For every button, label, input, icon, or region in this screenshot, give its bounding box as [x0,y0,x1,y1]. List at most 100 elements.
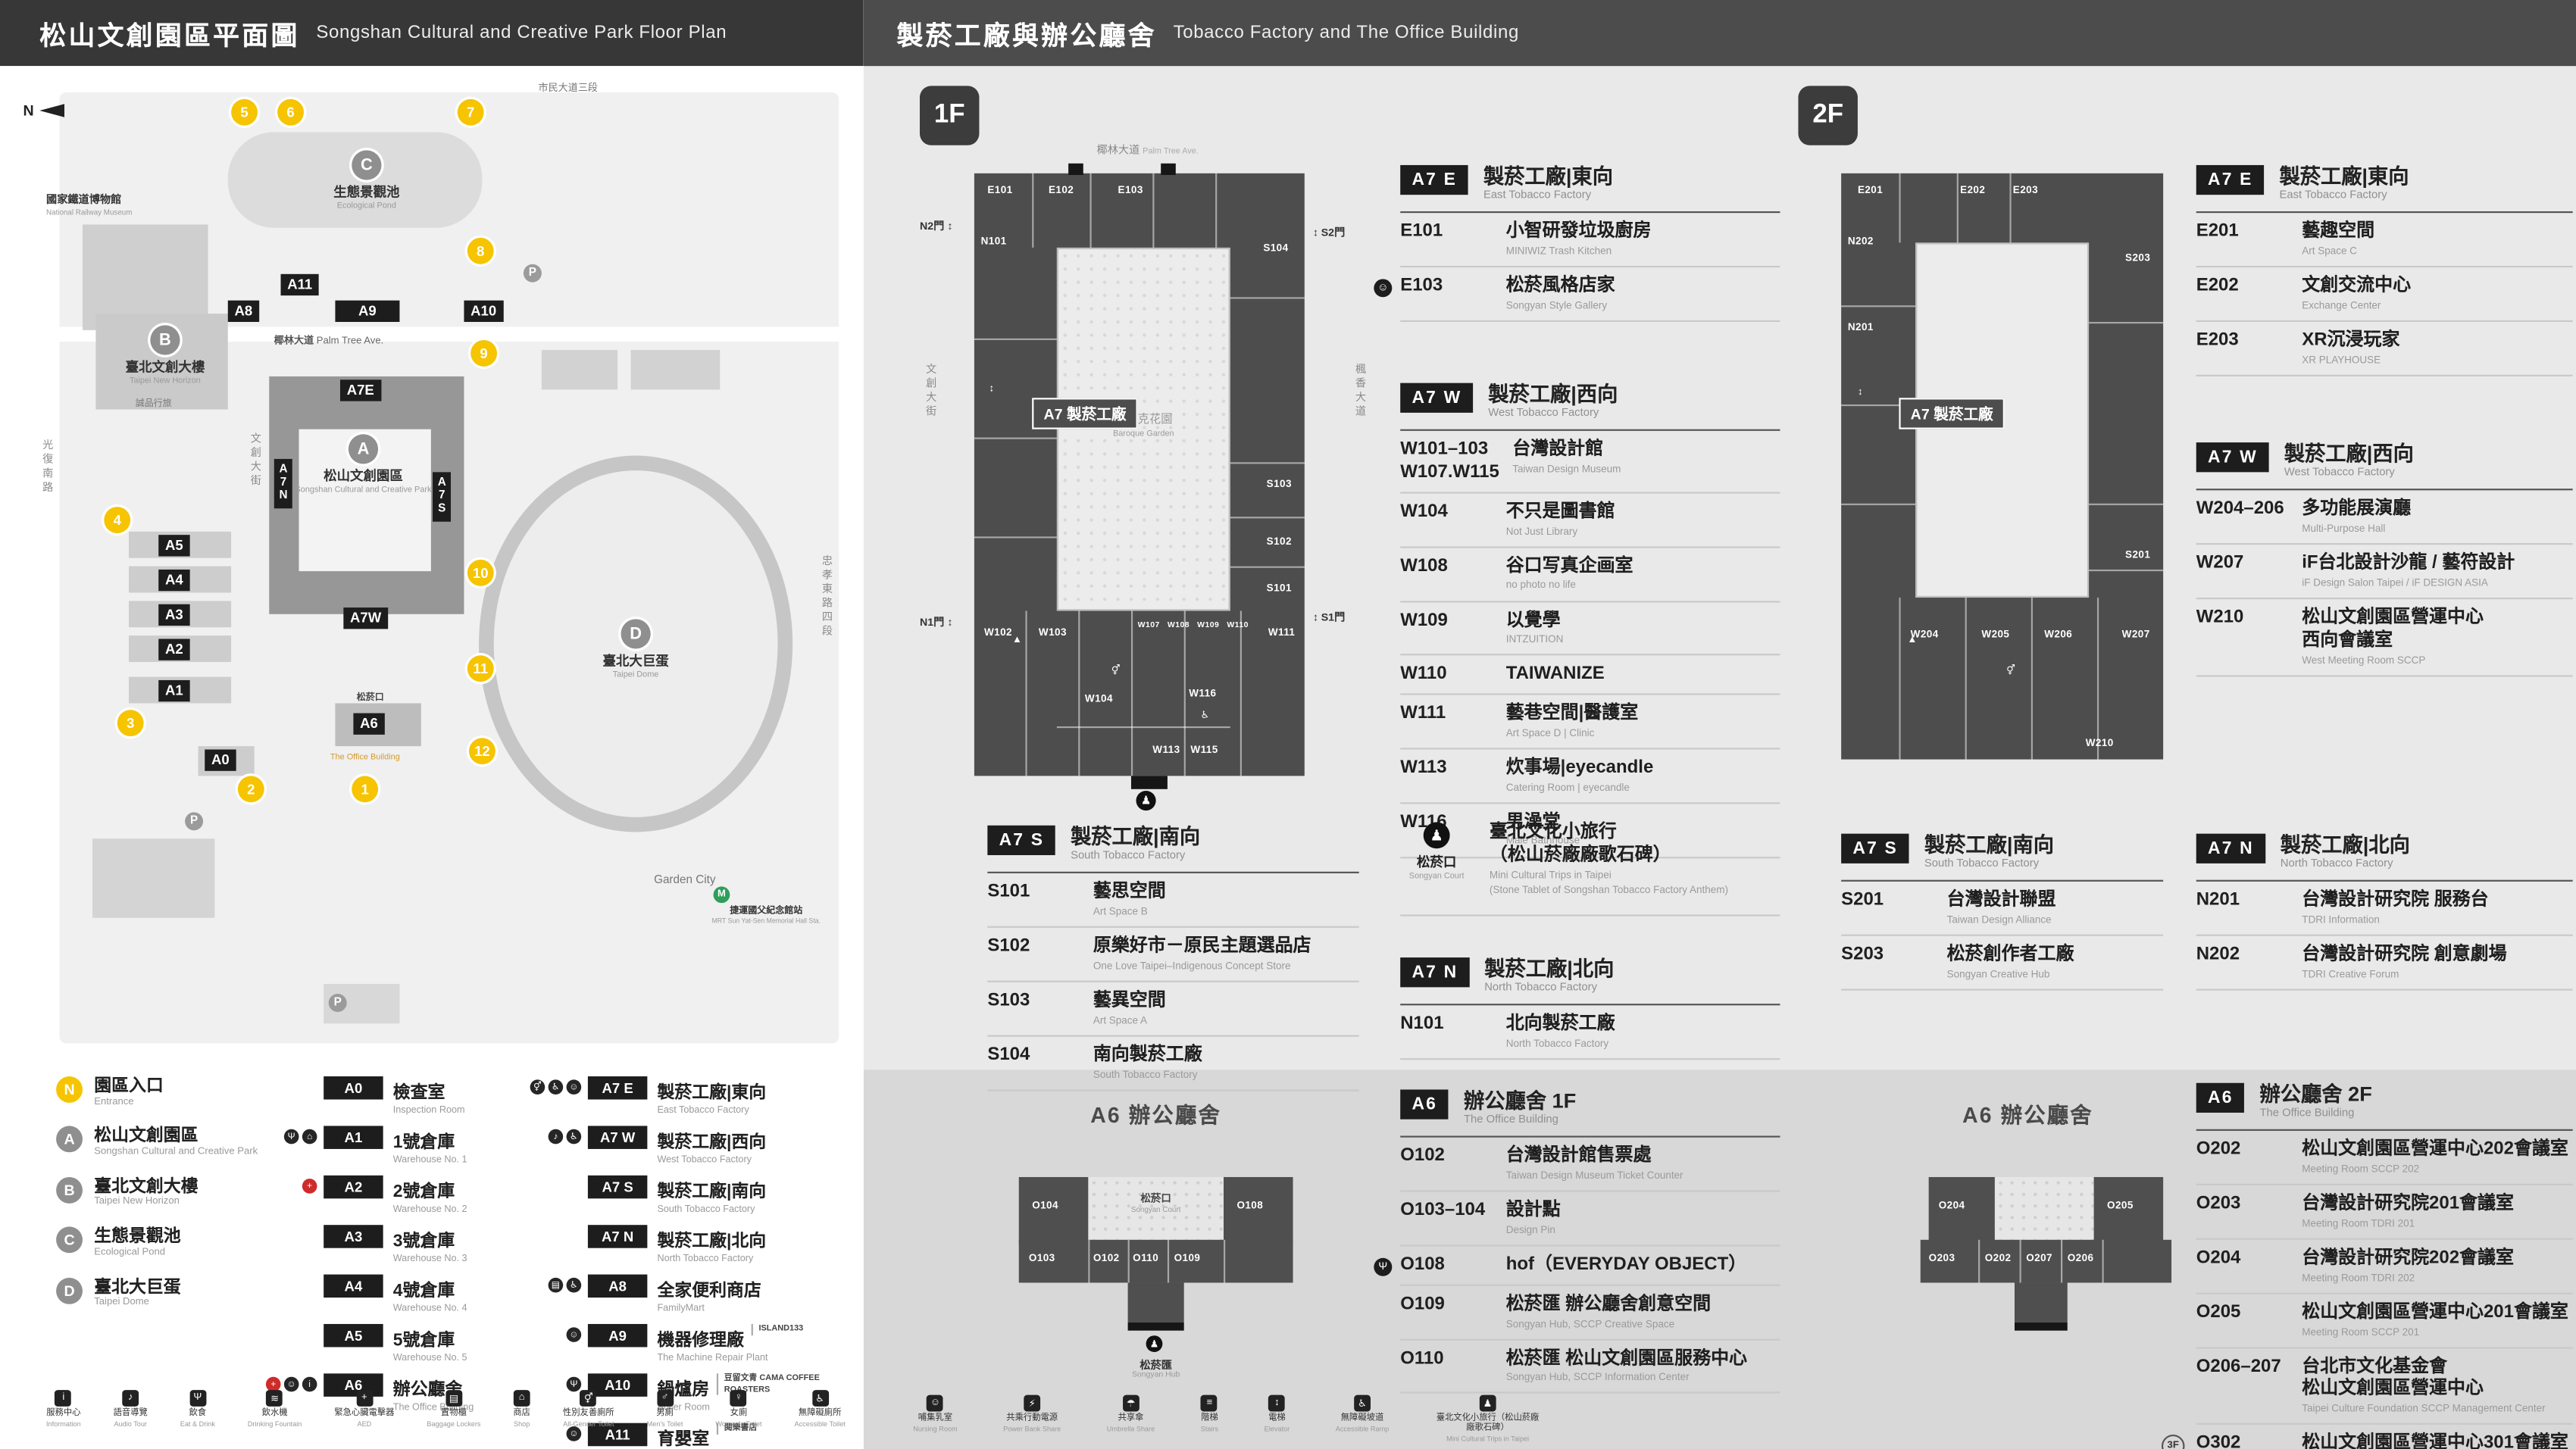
wall-line [2089,503,2164,505]
facility-icon: i [55,1390,72,1407]
legend-building-code: A5 [324,1323,383,1348]
legend-strip-item: ☂ 共享傘 Umbrella Share [1106,1394,1155,1434]
legend-strip-item: ☺ 哺集乳室 Nursing Room [913,1394,958,1434]
section-badge: A7 N [2196,833,2266,863]
room-label-o104: O104 [1032,1200,1058,1212]
factory-name-label-2f: A7 製菸工廠 [1899,398,2005,429]
map-label-a1: A1 [158,679,190,702]
section-badge: A7 N [1400,957,1470,988]
room-label-o204: O204 [1938,1200,1965,1212]
legend-marker-icon: N [56,1076,83,1103]
facility-icon: ☂ [1122,1394,1140,1412]
legend-factory-en: West Tobacco Factory [657,1155,752,1166]
strip-label-zh: 緊急心臟電擊器 [334,1408,395,1419]
legend-icons: Ψ [515,1373,582,1392]
section-badge: A7 W [2196,442,2270,473]
strip-label-zh: 電梯 [1268,1413,1286,1423]
facility-icon: ☺ [566,1327,582,1342]
pedestrian-icon: ♟ [1423,822,1450,849]
strip-label-zh: 飲水機 [261,1408,288,1419]
room-label-o207: O207 [2026,1253,2052,1265]
legend-strip-item: + 緊急心臟電擊器 AED [334,1390,394,1429]
office-main-bar [1920,1239,2172,1283]
room-label-n101: N101 [980,236,1007,248]
songyan-court-note: ♟ 松菸口 Songyan Court 臺北文化小旅行 （松山菸廠廠歌石碑） M… [1400,822,1780,916]
facility-icon: Ψ [189,1390,206,1407]
room-label-o203: O203 [1928,1253,1955,1265]
ecological-pond [227,132,483,228]
legend-icons: + ☺ i [251,1373,317,1392]
map-label-a2: A2 [158,639,190,660]
facility-icon: ☺ [927,1394,944,1412]
legend-strip-item: i 服務中心 Information [46,1390,81,1429]
legend-building-code: A0 [324,1076,383,1100]
legend-strip-item: ▤ 置物櫃 Baggage Lockers [427,1390,480,1429]
room-label-o202: O202 [1984,1253,2012,1265]
wall-line [1167,1239,1170,1283]
room-label-w206: W206 [2044,629,2073,641]
legend-icons [515,1225,581,1228]
legend-factory-code: A10 [587,1373,648,1397]
park-overview-panel: 松山文創園區平面圖 Songshan Cultural and Creative… [0,0,864,1449]
entrance-7: 7 [457,98,484,126]
legend-factory-zh: 製菸工廠|南向 [657,1182,767,1202]
wall-line [2030,597,2033,760]
facility-icon: ♿ [1354,1394,1371,1412]
eslite-hotel-label: 誠品行旅 [135,399,172,410]
wall-line [974,437,1057,439]
pedestrian-icon: ♟ [1146,1335,1163,1353]
room-label-e102: E102 [1048,185,1074,197]
wall-line [1899,597,1901,760]
wall-line [1978,1239,1980,1283]
metro-icon: M [713,886,730,904]
legend-tenant-label: 閱樂書店 [715,1422,757,1434]
section-badge: A6 [1400,1089,1449,1120]
facility-icon: ☺ [283,1376,299,1392]
wall-line [1224,1239,1226,1283]
legend-factory-zh: 全家便利商店 [657,1281,761,1301]
right-title-zh: 製菸工廠與辦公廳舍 [896,23,1157,52]
legend-building-code: A2 [324,1175,383,1199]
strip-label-en: Information [46,1419,81,1429]
room-label-n202: N202 [1847,236,1874,248]
legend-building-en: Warehouse No. 3 [392,1254,467,1265]
strip-label-zh: 女廁 [730,1408,748,1419]
palm-tree-avenue-road [59,326,839,342]
legend-building-zh: 2號倉庫 [392,1182,455,1202]
entrance-2: 2 [237,776,264,803]
wall-line [1899,173,1901,243]
facility-icon: + [265,1376,281,1392]
legend-strip-item: ↕ 電梯 Elevator [1265,1394,1290,1434]
legend-building-zh: 1號倉庫 [392,1132,455,1153]
strip-label-zh: 階梯 [1201,1413,1218,1423]
gate-n1: N1門 ↕ [919,617,953,629]
wall-line [1130,611,1133,776]
strip-label-en: Umbrella Share [1106,1425,1155,1434]
legend-building-code: A6 [324,1373,383,1397]
facility-icon: ☺ [1374,279,1393,298]
legend-marker-icon: D [56,1276,83,1304]
legend-building-en: Warehouse No. 2 [392,1205,467,1216]
room-label-w107: W107 [1137,622,1160,631]
entrance-8: 8 [467,237,494,264]
legend-strip-item: ♀ 女廁 Women's Toilet [715,1390,762,1429]
legend-strip-item: ⚡ 共乘行動電源 Power Bank Share [1003,1394,1061,1434]
